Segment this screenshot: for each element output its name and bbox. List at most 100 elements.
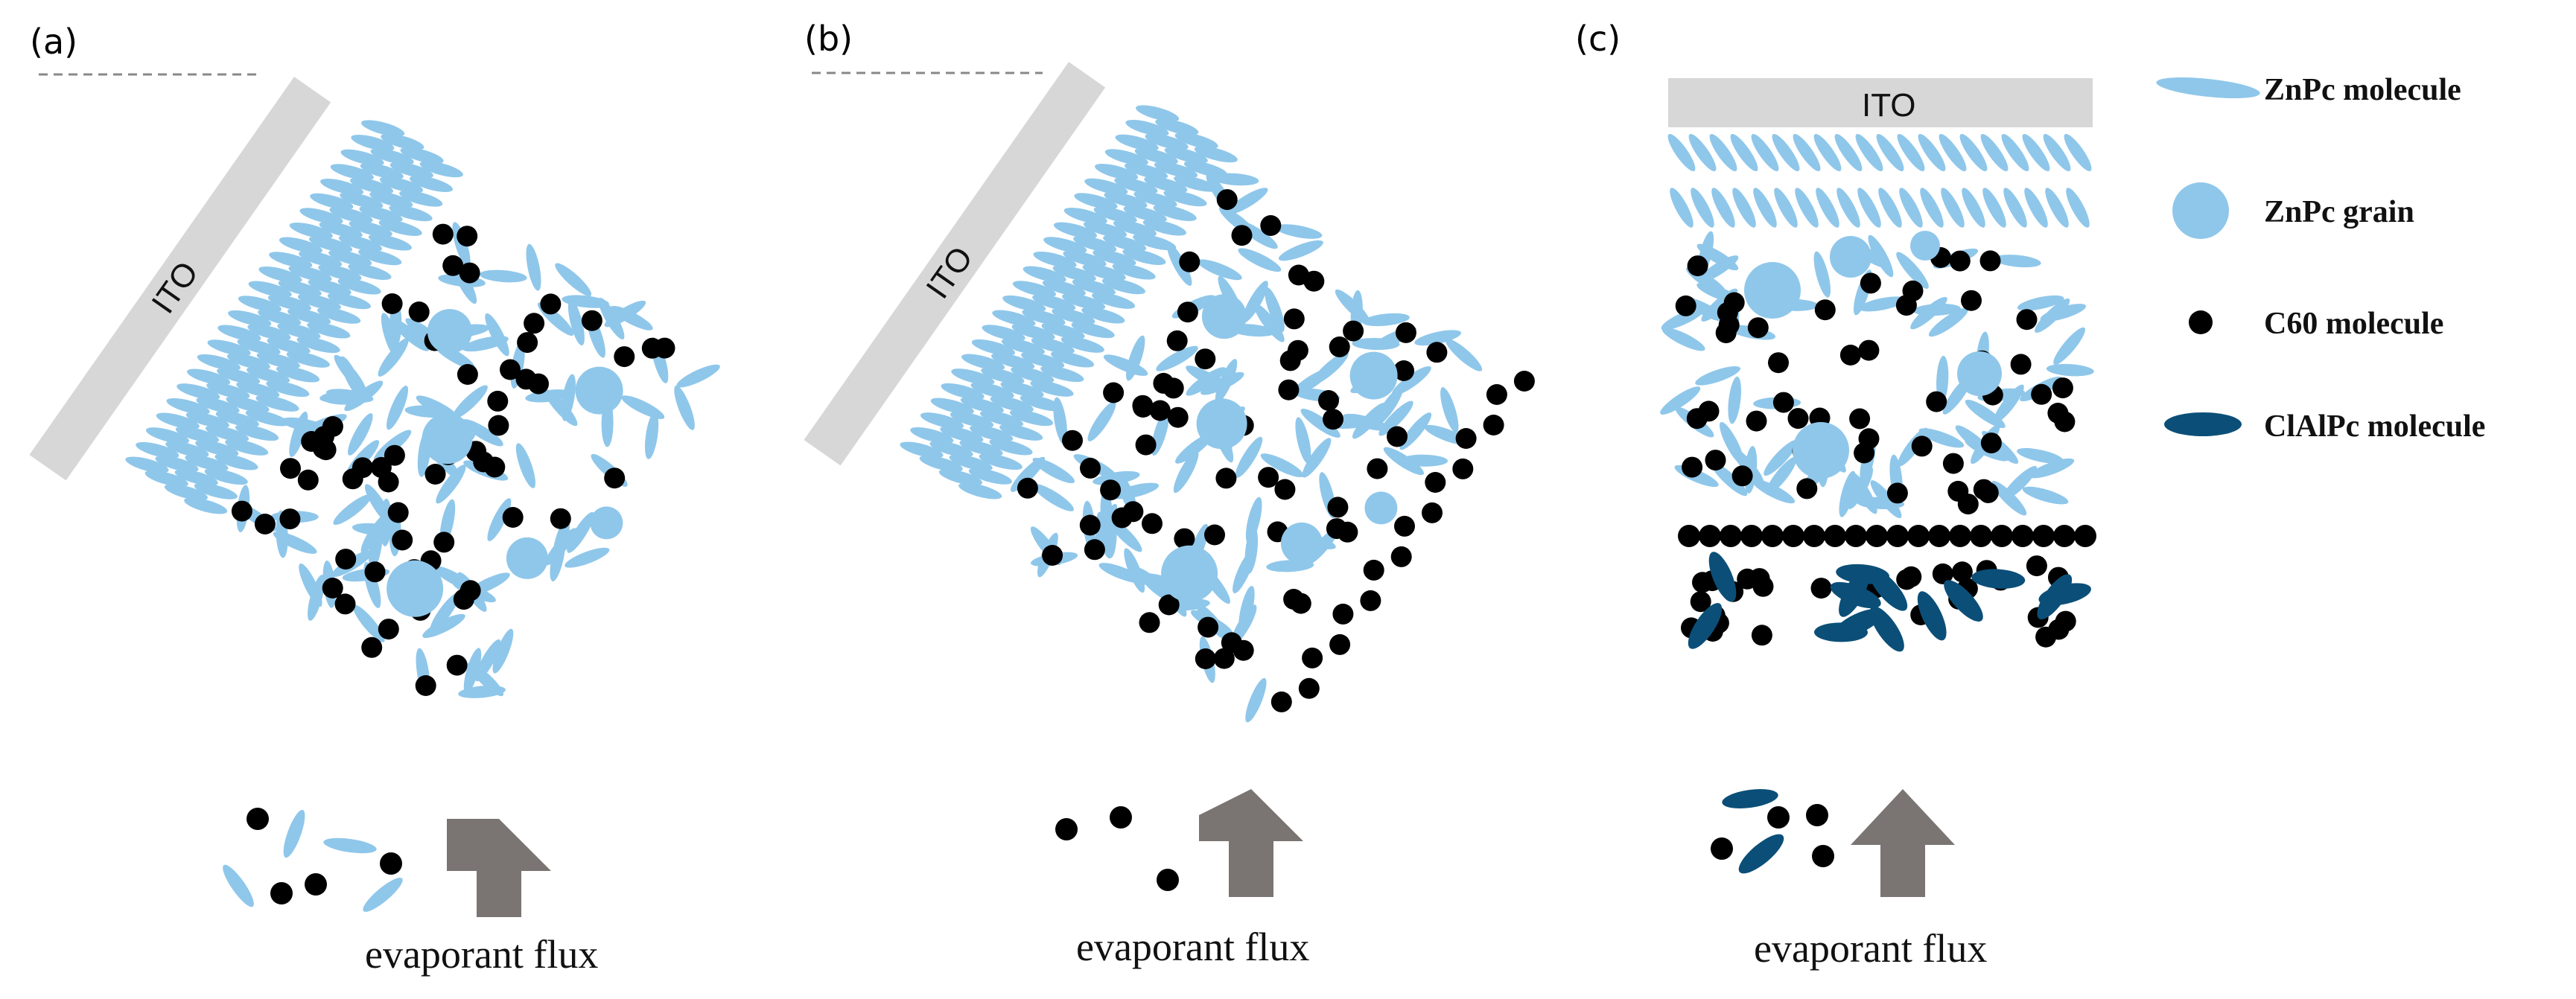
c60-molecule <box>1302 647 1323 668</box>
legend-label-znpc-molecule: ZnPc molecule <box>2264 73 2461 107</box>
znpc-molecule <box>1962 188 1985 228</box>
znpc-molecule <box>1197 259 1242 281</box>
c60-molecule <box>1166 330 1188 351</box>
znpc-molecule <box>1062 293 1106 310</box>
znpc-molecule <box>1011 323 1055 340</box>
znpc-molecule <box>938 469 982 486</box>
c60-molecule <box>1782 525 1804 547</box>
legend-label-clalpc-molecule: ClAlPc molecule <box>2264 409 2485 444</box>
znpc-molecule <box>1918 134 1946 171</box>
znpc-molecule <box>1993 384 2024 424</box>
legend-item-znpc-grain: ZnPc grain <box>2172 182 2414 239</box>
c60-molecule <box>1720 525 1742 547</box>
znpc-molecule <box>1032 458 1075 484</box>
znpc-molecule <box>185 412 229 429</box>
c60-molecule <box>446 654 468 676</box>
znpc-molecule <box>340 192 384 209</box>
znpc-molecule <box>968 467 1012 485</box>
znpc-molecule <box>991 353 1035 370</box>
c60-molecule <box>1139 612 1160 633</box>
c60-molecule <box>334 593 356 615</box>
znpc-molecule <box>379 176 424 194</box>
znpc-molecule <box>1941 188 1965 228</box>
znpc-molecule <box>307 322 351 339</box>
znpc-grain <box>1349 351 1398 400</box>
znpc-molecule <box>247 366 290 383</box>
znpc-grain <box>1957 351 2002 396</box>
znpc-molecule <box>288 265 332 282</box>
znpc-molecule <box>644 412 659 459</box>
c60-molecule <box>442 255 464 276</box>
znpc-molecule <box>565 547 610 568</box>
c60-molecule <box>392 529 413 551</box>
c60-molecule <box>280 458 301 479</box>
clalpc-molecule <box>1971 569 2026 589</box>
c60-molecule <box>1283 308 1305 330</box>
znpc-molecule <box>359 205 403 223</box>
panel-b-ito-bar <box>804 62 1106 466</box>
znpc-molecule <box>369 191 413 208</box>
znpc-molecule <box>297 293 341 310</box>
znpc-molecule <box>214 453 258 470</box>
znpc-molecule <box>1870 480 1902 519</box>
c60-molecule <box>2074 525 2096 547</box>
c60-molecule <box>1942 453 1964 474</box>
znpc-molecule <box>676 364 720 388</box>
znpc-molecule <box>1023 266 1066 283</box>
znpc-grain <box>1830 236 1871 278</box>
znpc-molecule <box>228 310 272 327</box>
c60-molecule <box>2053 525 2076 547</box>
c60-molecule <box>1682 456 1703 478</box>
c60-molecule <box>459 262 480 284</box>
znpc-molecule <box>1238 248 1282 272</box>
znpc-molecule <box>1399 412 1432 450</box>
znpc-molecule <box>1174 133 1218 149</box>
znpc-molecule <box>900 441 944 459</box>
c60-molecule <box>1390 546 1412 567</box>
znpc-molecule <box>308 278 352 296</box>
c60-molecule <box>1751 625 1772 646</box>
clalpc-molecule <box>1814 622 1868 642</box>
c60-molecule <box>457 364 478 385</box>
c60-molecule <box>1886 482 1908 504</box>
clalpc-molecule <box>1708 552 1737 602</box>
c60-molecule <box>1731 465 1753 487</box>
znpc-grain <box>1201 294 1247 339</box>
c60-molecule <box>1961 290 1982 311</box>
znpc-molecule <box>2022 486 2069 505</box>
znpc-molecule <box>381 133 424 150</box>
c60-molecule <box>614 346 635 368</box>
znpc-grain <box>506 537 548 579</box>
c60-molecule <box>1926 391 1947 412</box>
znpc-molecule <box>348 412 373 456</box>
panel-b-label: (b) <box>804 19 853 59</box>
c60-molecule <box>387 502 409 523</box>
znpc-molecule <box>320 178 364 195</box>
c60-molecule <box>1298 677 1320 699</box>
c60-molecule <box>1055 818 1078 840</box>
c60-molecule <box>408 301 430 322</box>
znpc-molecule <box>1186 366 1229 391</box>
znpc-molecule <box>340 149 384 166</box>
c60-molecule <box>279 508 301 530</box>
c60-molecule <box>457 226 478 247</box>
c60-molecule <box>2048 619 2070 640</box>
znpc-molecule <box>330 164 374 181</box>
znpc-molecule <box>235 424 279 441</box>
c60-molecule <box>581 310 602 331</box>
znpc-molecule <box>562 295 609 308</box>
c60-molecule <box>1157 869 1179 891</box>
znpc-molecule <box>1144 176 1188 193</box>
znpc-molecule <box>164 484 208 501</box>
znpc-molecule <box>2046 363 2094 377</box>
znpc-molecule <box>970 382 1014 399</box>
znpc-molecule <box>979 410 1024 427</box>
znpc-molecule <box>1227 188 1268 215</box>
c60-molecule <box>1080 457 1101 479</box>
znpc-molecule <box>1081 307 1125 324</box>
c60-molecule <box>1858 428 1880 450</box>
c60-molecule <box>1110 806 1132 829</box>
c60-molecule <box>1179 251 1200 272</box>
znpc-molecule <box>940 426 984 443</box>
znpc-molecule <box>286 351 330 368</box>
